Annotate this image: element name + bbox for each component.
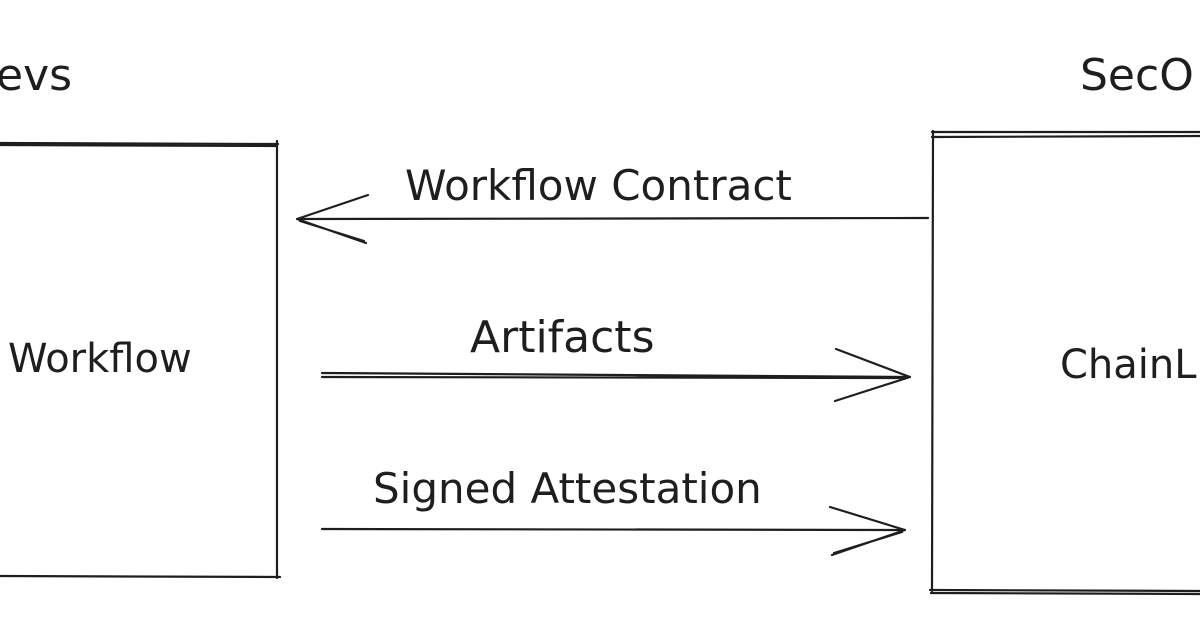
arrow-label-workflow-contract: Workflow Contract	[405, 161, 792, 210]
arrow-artifacts	[320, 347, 912, 403]
left-box	[0, 139, 282, 580]
left-box-label: Workflow	[8, 336, 192, 382]
right-actor-label: SecO	[1080, 50, 1194, 101]
right-box	[928, 129, 1200, 596]
arrow-signed-attestation	[320, 505, 907, 557]
arrow-workflow-contract	[295, 193, 930, 245]
arrow-label-signed-attestation: Signed Attestation	[373, 464, 762, 513]
right-box-label: ChainL	[1060, 342, 1197, 388]
left-actor-label: evs	[0, 50, 72, 101]
arrow-label-artifacts: Artifacts	[470, 312, 655, 363]
